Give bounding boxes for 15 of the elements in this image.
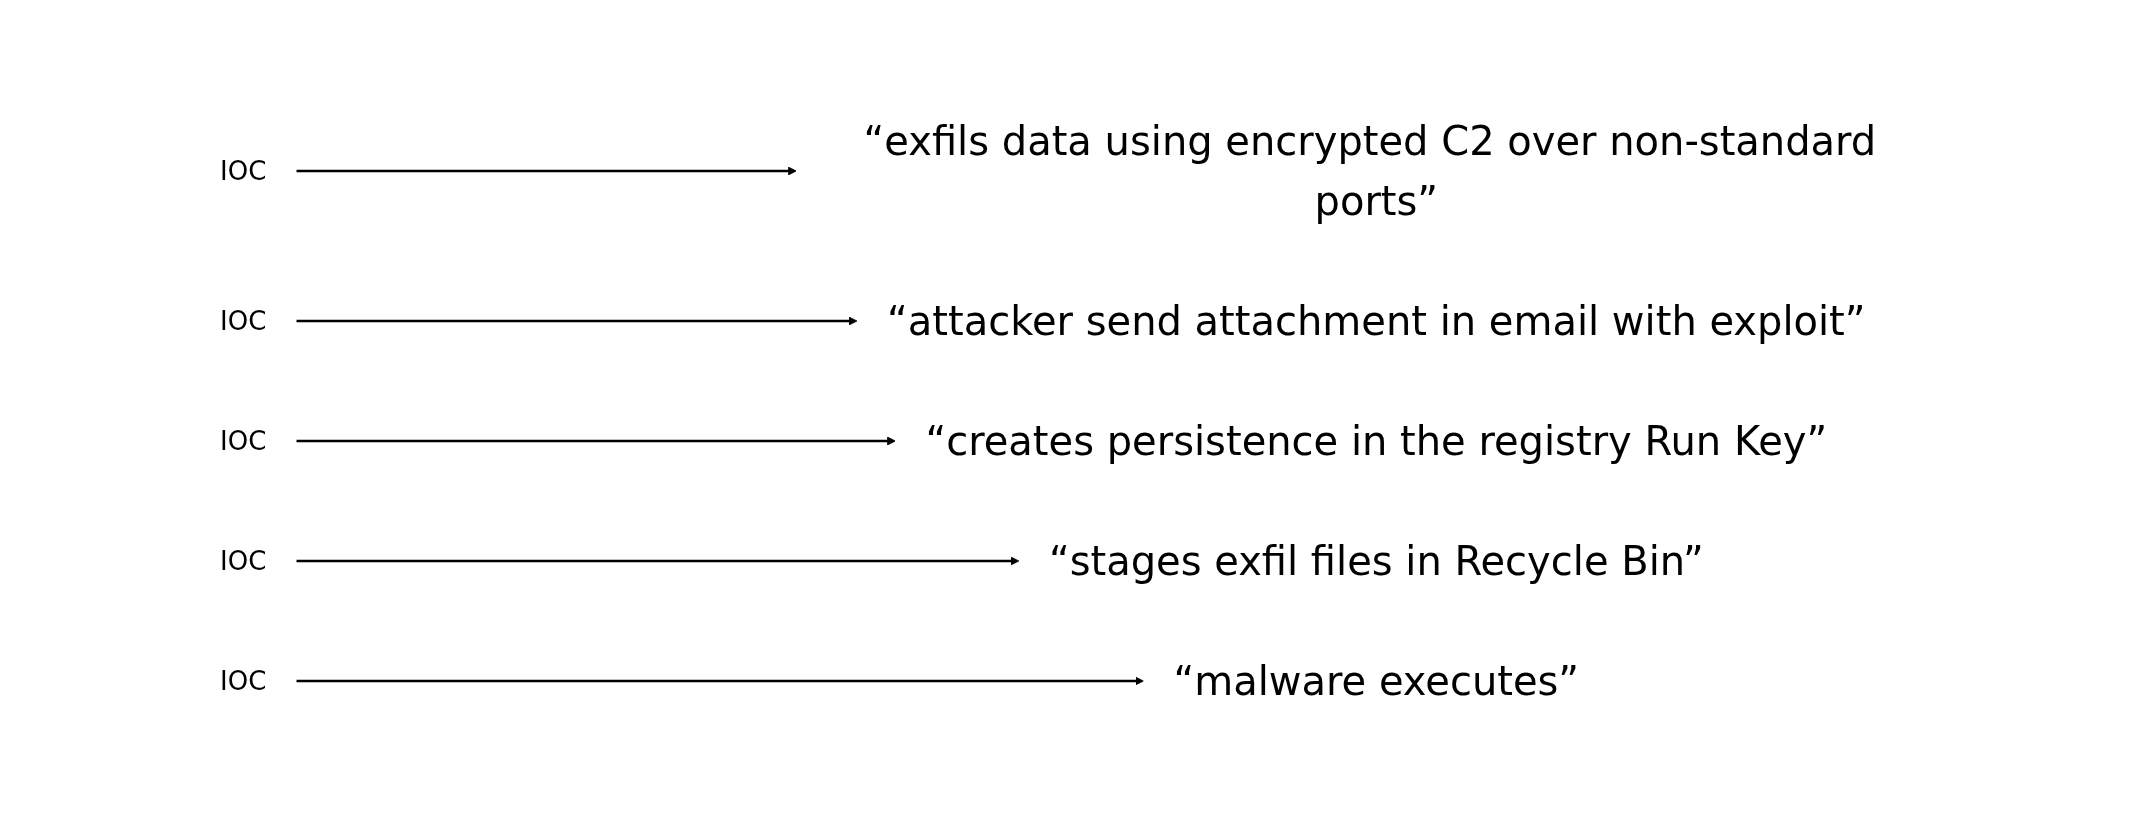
node-text: “exfils data using encrypted C2 over non-standard ports” (863, 118, 1877, 224)
node-text: IOC (219, 425, 267, 456)
node-text: IOC (219, 545, 267, 576)
arrow (296, 316, 858, 326)
node-text: IOC (219, 665, 267, 696)
node-text: “creates persistence in the registry Run Key” (925, 418, 1827, 464)
arrow (296, 556, 1020, 566)
node-text: IOC (219, 155, 267, 186)
node-text: IOC (219, 305, 267, 336)
arrow (296, 676, 1144, 686)
arrow (296, 436, 896, 446)
node-text: “attacker send attachment in email with exploit” (886, 298, 1866, 344)
node-text: “malware executes” (1173, 658, 1579, 704)
arrow (296, 166, 797, 176)
node-text: “stages exfil files in Recycle Bin” (1048, 538, 1704, 584)
